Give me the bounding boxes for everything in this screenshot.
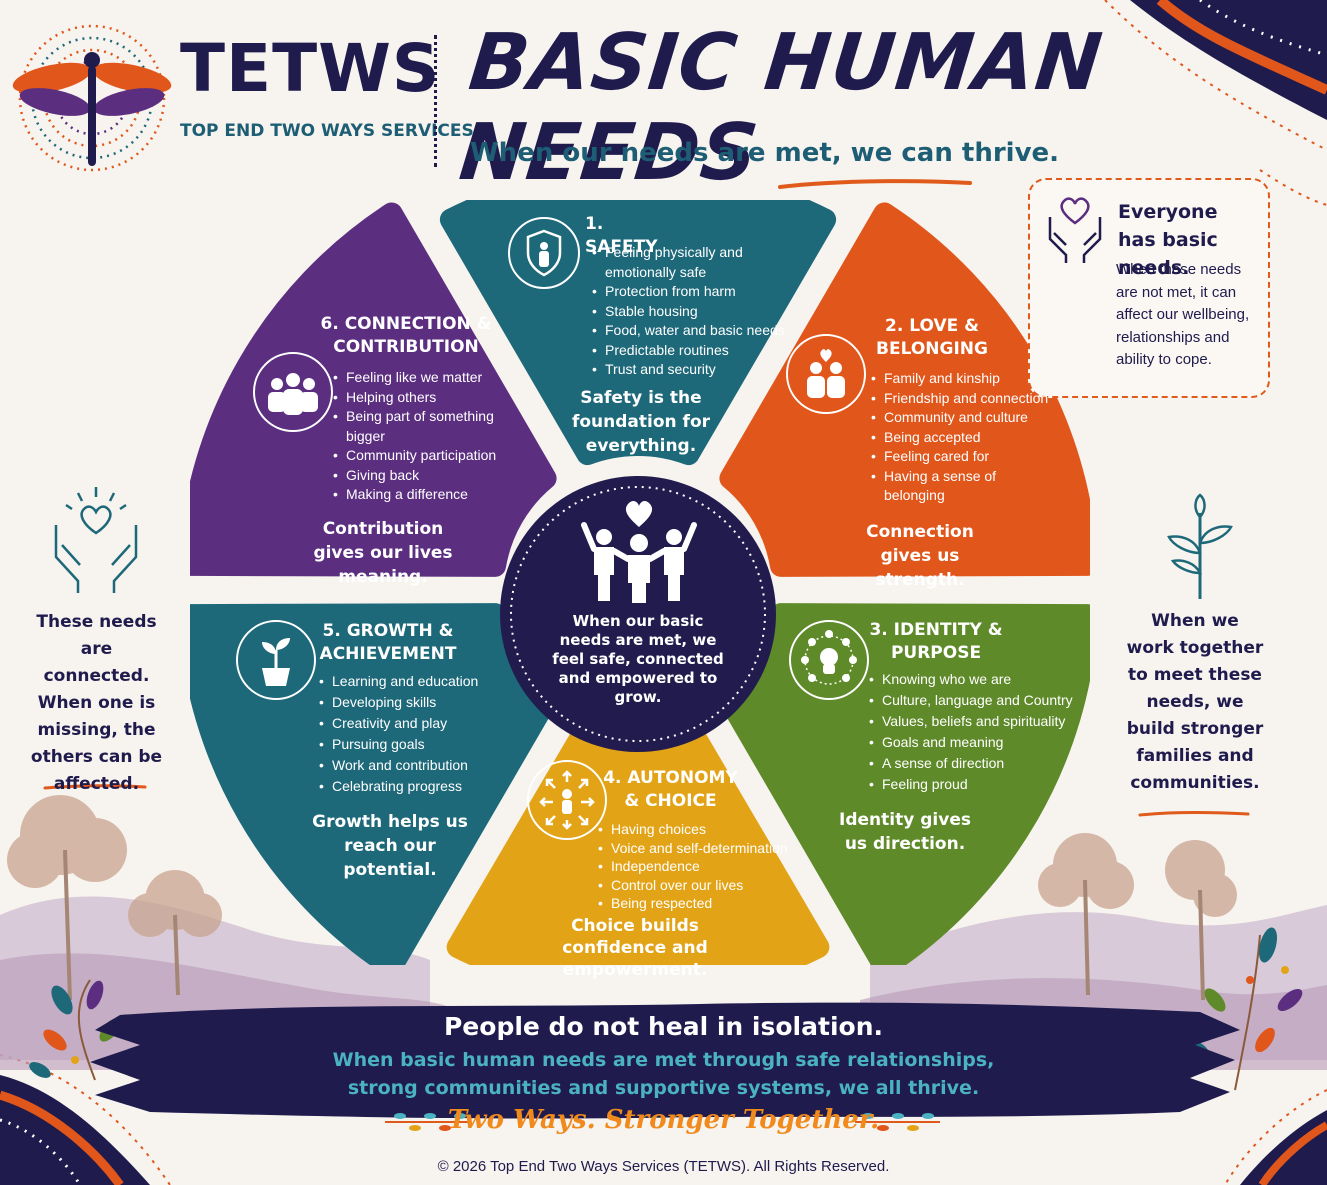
header-divider <box>434 35 437 167</box>
hands-heart-icon <box>1048 197 1102 263</box>
identity-footer: Identity gives us direction. <box>839 810 971 854</box>
list-item: Pursuing goals <box>319 734 509 755</box>
list-item: A sense of direction <box>869 753 1079 774</box>
list-item: Celebrating progress <box>319 776 509 797</box>
identity-list: Knowing who we areCulture, language and … <box>869 669 1079 795</box>
left-note-text: These needs are connected. When one is m… <box>30 612 163 794</box>
group-icon <box>268 373 318 415</box>
list-item: Feeling cared for <box>871 447 1051 467</box>
info-box <box>1028 178 1270 398</box>
left-note-underline <box>43 784 147 790</box>
autonomy-icon-circle <box>527 760 607 840</box>
list-item: Feeling like we matter <box>333 368 508 388</box>
list-item: Community participation <box>333 446 508 466</box>
growth-title: 5. GROWTH & ACHIEVEMENT <box>319 621 457 664</box>
list-item: Protection from harm <box>592 282 792 302</box>
list-item: Predictable routines <box>592 341 792 361</box>
list-item: Being respected <box>598 894 798 913</box>
list-item: Giving back <box>333 466 508 486</box>
motto-sprig-right <box>855 1113 940 1131</box>
growth-footer: Growth helps us reach our potential. <box>312 812 468 880</box>
list-item: Trust and security <box>592 360 792 380</box>
list-item: Being accepted <box>871 428 1051 448</box>
list-item: Developing skills <box>319 692 509 713</box>
identity-title: 3. IDENTITY & PURPOSE <box>869 620 1003 663</box>
connection-list: Feeling like we matterHelping othersBein… <box>333 368 508 505</box>
banner-brushstroke <box>90 1002 1240 1119</box>
potted-plant-icon <box>262 638 290 686</box>
page-title: BASIC HUMAN NEEDS <box>455 18 1107 198</box>
list-item: Being part of something bigger <box>333 407 508 446</box>
corner-pattern-bottom-left <box>0 1054 171 1185</box>
list-item: Goals and meaning <box>869 732 1079 753</box>
connection-title: 6. CONNECTION & CONTRIBUTION <box>320 314 492 357</box>
list-item: Food, water and basic needs <box>592 321 792 341</box>
hands-heart-icon <box>54 487 138 593</box>
info-box-title: Everyone has basic needs. <box>1118 201 1218 279</box>
head-network-icon <box>801 630 857 685</box>
list-item: Learning and education <box>319 671 509 692</box>
love-list: Family and kinshipFriendship and connect… <box>871 369 1051 506</box>
list-item: Culture, language and Country <box>869 690 1079 711</box>
list-item: Making a difference <box>333 485 508 505</box>
list-item: Creativity and play <box>319 713 509 734</box>
banner-text-line-2: strong communities and supportive system… <box>347 1077 980 1099</box>
list-item: Control over our lives <box>598 876 798 895</box>
banner-text: When basic human needs are met through s… <box>0 1046 1327 1102</box>
motto-sprig-left <box>385 1113 470 1131</box>
right-note-text: When we work together to meet these need… <box>1126 611 1264 793</box>
copyright: © 2026 Top End Two Ways Services (TETWS)… <box>437 1158 890 1175</box>
list-item: Work and contribution <box>319 755 509 776</box>
center-circle <box>500 476 776 752</box>
list-item: Stable housing <box>592 302 792 322</box>
dragonfly-icon <box>12 24 172 172</box>
center-dotted-ring <box>510 486 766 742</box>
center-text: When our basic needs are met, we feel sa… <box>552 612 724 706</box>
shield-person-icon <box>526 229 562 277</box>
logo-title: TETWS <box>180 30 441 107</box>
banner-title: People do not heal in isolation. <box>443 1012 883 1041</box>
connection-footer: Contribution gives our lives meaning. <box>313 519 453 587</box>
tagline-underline <box>778 179 972 189</box>
people-heart-icon <box>581 500 697 603</box>
autonomy-list: Having choicesVoice and self-determinati… <box>598 820 798 913</box>
banner-text-line-1: When basic human needs are met through s… <box>332 1049 995 1071</box>
growth-icon-circle <box>236 620 316 700</box>
autonomy-footer: Choice builds confidence and empowerment… <box>562 916 708 980</box>
banner-motto: Two Ways. Stronger Together. <box>447 1105 880 1135</box>
safety-icon-circle <box>508 217 580 289</box>
list-item: Community and culture <box>871 408 1051 428</box>
corner-pattern-bottom-right <box>1224 1089 1327 1185</box>
list-item: Feeling proud <box>869 774 1079 795</box>
love-title: 2. LOVE & BELONGING <box>876 316 988 359</box>
tagline: When our needs are met, we can thrive. <box>470 138 1060 168</box>
safety-footer: Safety is the foundation for everything. <box>571 388 711 456</box>
list-item: Values, beliefs and spirituality <box>869 711 1079 732</box>
list-item: Voice and self-determination <box>598 839 798 858</box>
people-heart-icon <box>807 349 845 398</box>
list-item: Helping others <box>333 388 508 408</box>
person-arrows-icon <box>539 770 595 830</box>
logo-subtitle: TOP END TWO WAYS SERVICES <box>180 121 474 141</box>
love-footer: Connection gives us strength. <box>866 522 974 590</box>
autonomy-title: 4. AUTONOMY & CHOICE <box>603 768 738 811</box>
list-item: Knowing who we are <box>869 669 1079 690</box>
sprout-icon <box>1167 493 1233 599</box>
identity-icon-circle <box>789 620 869 700</box>
corner-pattern-top-right <box>1104 0 1327 206</box>
right-note-underline <box>1138 811 1250 817</box>
list-item: Feeling physically and emotionally safe <box>592 243 792 282</box>
list-item: Having a sense of belonging <box>871 467 1051 506</box>
list-item: Having choices <box>598 820 798 839</box>
love-icon-circle <box>786 334 866 414</box>
info-box-text: When these needs are not met, it can aff… <box>1116 261 1250 368</box>
growth-list: Learning and educationDeveloping skillsC… <box>319 671 509 797</box>
list-item: Independence <box>598 857 798 876</box>
foliage-right <box>1186 927 1303 1091</box>
connection-icon-circle <box>253 352 333 432</box>
list-item: Friendship and connection <box>871 389 1051 409</box>
list-item: Family and kinship <box>871 369 1051 389</box>
safety-list: Feeling physically and emotionally safeP… <box>592 243 792 380</box>
